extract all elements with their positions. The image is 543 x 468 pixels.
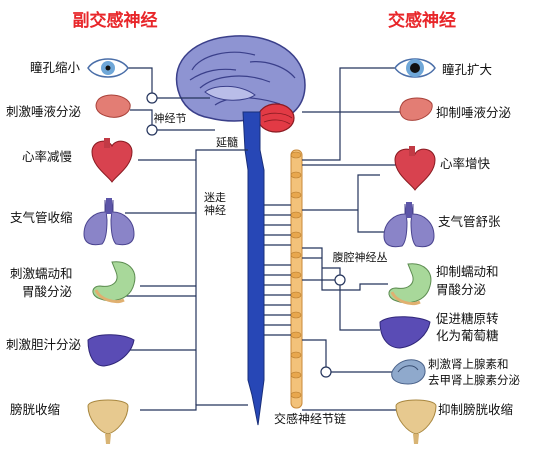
vagus-label-2: 神经: [204, 203, 226, 217]
right-label-saliva: 抑制唾液分泌: [436, 105, 512, 120]
left-label-bronchi: 支气管收缩: [10, 210, 73, 225]
right-label-adrenal-1: 刺激肾上腺素和: [428, 357, 509, 371]
right-bladder-icon: [395, 399, 437, 444]
sympathetic-chain: [290, 149, 303, 409]
left-label-pupil: 瞳孔缩小: [30, 60, 81, 75]
right-label-bladder: 抑制膀胱收缩: [438, 402, 513, 417]
left-label-stomach-1: 刺激蠕动和: [10, 266, 73, 281]
right-salivary-gland-icon: [399, 97, 433, 121]
right-label-stomach-2: 胃酸分泌: [436, 282, 487, 297]
right-label-bronchi: 支气管舒张: [438, 214, 501, 229]
otic-ganglion: [146, 124, 158, 136]
ganglion-label: 神经节: [154, 111, 187, 125]
vagus-label-1: 迷走: [204, 191, 226, 204]
right-label-liver-1: 促进糖原转: [436, 311, 499, 326]
right-eye-icon: [394, 58, 436, 78]
celiac-plexus-label: 腹腔神经丛: [333, 250, 388, 264]
sympathetic-chain-label: 交感神经节链: [274, 411, 346, 426]
mesenteric-ganglion: [320, 366, 332, 378]
left-label-heart: 心率减慢: [22, 149, 73, 164]
left-stomach-icon: [92, 261, 136, 304]
ganglion-nodes: [146, 92, 346, 378]
right-adrenal-kidney-icon: [391, 359, 426, 385]
right-label-heart: 心率增快: [440, 156, 491, 171]
left-label-bladder: 膀胱收缩: [10, 402, 60, 417]
left-lungs-icon: [83, 198, 135, 246]
spinal-cord: [242, 111, 265, 426]
right-label-pupil: 瞳孔扩大: [442, 62, 492, 77]
left-label-stomach-2: 胃酸分泌: [22, 284, 73, 299]
right-heart-icon: [394, 146, 436, 191]
sympathetic-title: 交感神经: [388, 10, 456, 31]
left-label-bile: 刺激胆汁分泌: [6, 337, 82, 352]
right-liver-icon: [379, 316, 431, 349]
left-label-saliva: 刺激唾液分泌: [6, 104, 82, 119]
right-lungs-icon: [383, 202, 435, 248]
celiac-ganglion: [334, 274, 346, 286]
right-stomach-icon: [388, 263, 432, 306]
cerebellum: [257, 103, 295, 133]
left-eye-icon: [87, 58, 129, 78]
ciliary-ganglion: [146, 92, 158, 104]
left-liver-icon: [87, 334, 135, 367]
left-salivary-gland-icon: [95, 94, 131, 118]
brain: [175, 35, 306, 133]
left-bladder-icon: [87, 399, 129, 444]
right-label-liver-2: 化为葡萄糖: [436, 328, 499, 343]
right-label-adrenal-2: 去甲肾上腺素分泌: [428, 373, 520, 387]
parasympathetic-title: 副交感神经: [73, 10, 158, 31]
medulla-label: 延髓: [216, 136, 238, 149]
left-heart-icon: [91, 138, 133, 183]
right-label-stomach-1: 抑制蠕动和: [436, 264, 499, 279]
